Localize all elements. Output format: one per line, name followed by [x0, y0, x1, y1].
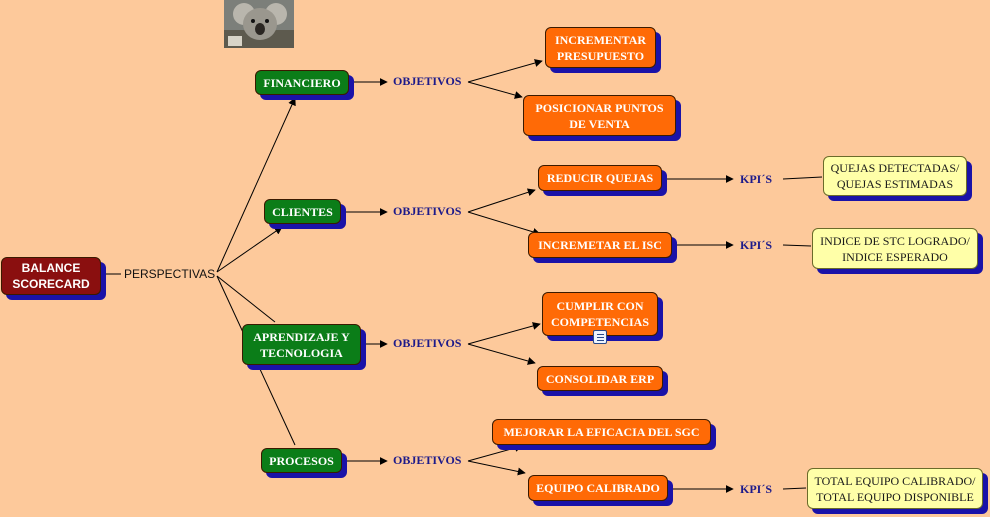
objective-label: EQUIPO CALIBRADO — [536, 480, 660, 496]
objective-incrementar-presupuesto[interactable]: INCREMENTAR PRESUPUESTO — [545, 27, 656, 68]
objective-label: INCREMENTAR PRESUPUESTO — [546, 32, 655, 64]
kpi-box-indice-stc[interactable]: INDICE DE STC LOGRADO/ INDICE ESPERADO — [812, 228, 978, 269]
objetivos-label-clientes: OBJETIVOS — [393, 204, 461, 219]
objective-mejorar-eficacia-sgc[interactable]: MEJORAR LA EFICACIA DEL SGC — [492, 419, 711, 445]
root-node-balance-scorecard[interactable]: BALANCE SCORECARD — [1, 257, 101, 295]
perspective-label: CLIENTES — [272, 204, 333, 220]
perspective-label: FINANCIERO — [263, 75, 340, 91]
perspective-clientes[interactable]: CLIENTES — [264, 199, 341, 224]
root-label: BALANCE SCORECARD — [2, 260, 100, 292]
kpi-text: QUEJAS DETECTADAS/ QUEJAS ESTIMADAS — [824, 160, 966, 192]
objective-consolidar-erp[interactable]: CONSOLIDAR ERP — [537, 366, 663, 391]
arrow-to-incremetar-isc — [468, 212, 540, 234]
objetivos-label-procesos: OBJETIVOS — [393, 453, 461, 468]
objetivos-label-aprendizaje: OBJETIVOS — [393, 336, 461, 351]
objective-label: CONSOLIDAR ERP — [546, 371, 654, 387]
note-icon[interactable] — [593, 330, 607, 344]
perspective-label: PROCESOS — [269, 453, 334, 469]
objetivos-label-financiero: OBJETIVOS — [393, 74, 461, 89]
line-kpi-quejas — [783, 177, 822, 179]
arrow-to-posicionar — [468, 82, 522, 97]
kpi-text: INDICE DE STC LOGRADO/ INDICE ESPERADO — [813, 233, 977, 265]
kpi-label-quejas: KPI´S — [740, 172, 772, 187]
kpi-label-equipo: KPI´S — [740, 482, 772, 497]
objective-label: REDUCIR QUEJAS — [547, 170, 653, 186]
line-kpi-indice — [783, 245, 811, 246]
perspective-procesos[interactable]: PROCESOS — [261, 448, 342, 473]
objective-label: INCREMETAR EL ISC — [538, 237, 662, 253]
kpi-box-quejas[interactable]: QUEJAS DETECTADAS/ QUEJAS ESTIMADAS — [823, 156, 967, 196]
perspectivas-label: PERSPECTIVAS — [124, 267, 215, 281]
line-to-aprendizaje — [217, 276, 275, 322]
kpi-box-total-equipo[interactable]: TOTAL EQUIPO CALIBRADO/ TOTAL EQUIPO DIS… — [807, 468, 983, 509]
arrow-to-financiero — [217, 98, 295, 272]
objective-label: POSICIONAR PUNTOS DE VENTA — [524, 100, 675, 132]
line-kpi-total — [783, 488, 806, 489]
arrow-to-equipo — [468, 461, 525, 473]
arrow-to-incrementar-presupuesto — [468, 61, 542, 82]
perspective-label: APRENDIZAJE Y TECNOLOGIA — [243, 329, 360, 361]
arrow-to-cumplir — [468, 324, 540, 344]
arrow-to-consolidar — [468, 344, 535, 363]
objective-reducir-quejas[interactable]: REDUCIR QUEJAS — [538, 165, 662, 191]
perspective-aprendizaje-tecnologia[interactable]: APRENDIZAJE Y TECNOLOGIA — [242, 324, 361, 365]
objective-posicionar-puntos-de-venta[interactable]: POSICIONAR PUNTOS DE VENTA — [523, 95, 676, 136]
objective-equipo-calibrado[interactable]: EQUIPO CALIBRADO — [528, 475, 668, 501]
objective-incremetar-el-isc[interactable]: INCREMETAR EL ISC — [528, 232, 672, 258]
objective-label: MEJORAR LA EFICACIA DEL SGC — [503, 424, 699, 440]
objective-label: CUMPLIR CON COMPETENCIAS — [543, 298, 657, 330]
arrow-to-mejorar — [468, 446, 522, 461]
arrow-to-reducir-quejas — [468, 190, 535, 212]
koala-photo — [224, 0, 294, 48]
perspective-financiero[interactable]: FINANCIERO — [255, 70, 349, 95]
kpi-label-isc: KPI´S — [740, 238, 772, 253]
kpi-text: TOTAL EQUIPO CALIBRADO/ TOTAL EQUIPO DIS… — [808, 473, 982, 505]
